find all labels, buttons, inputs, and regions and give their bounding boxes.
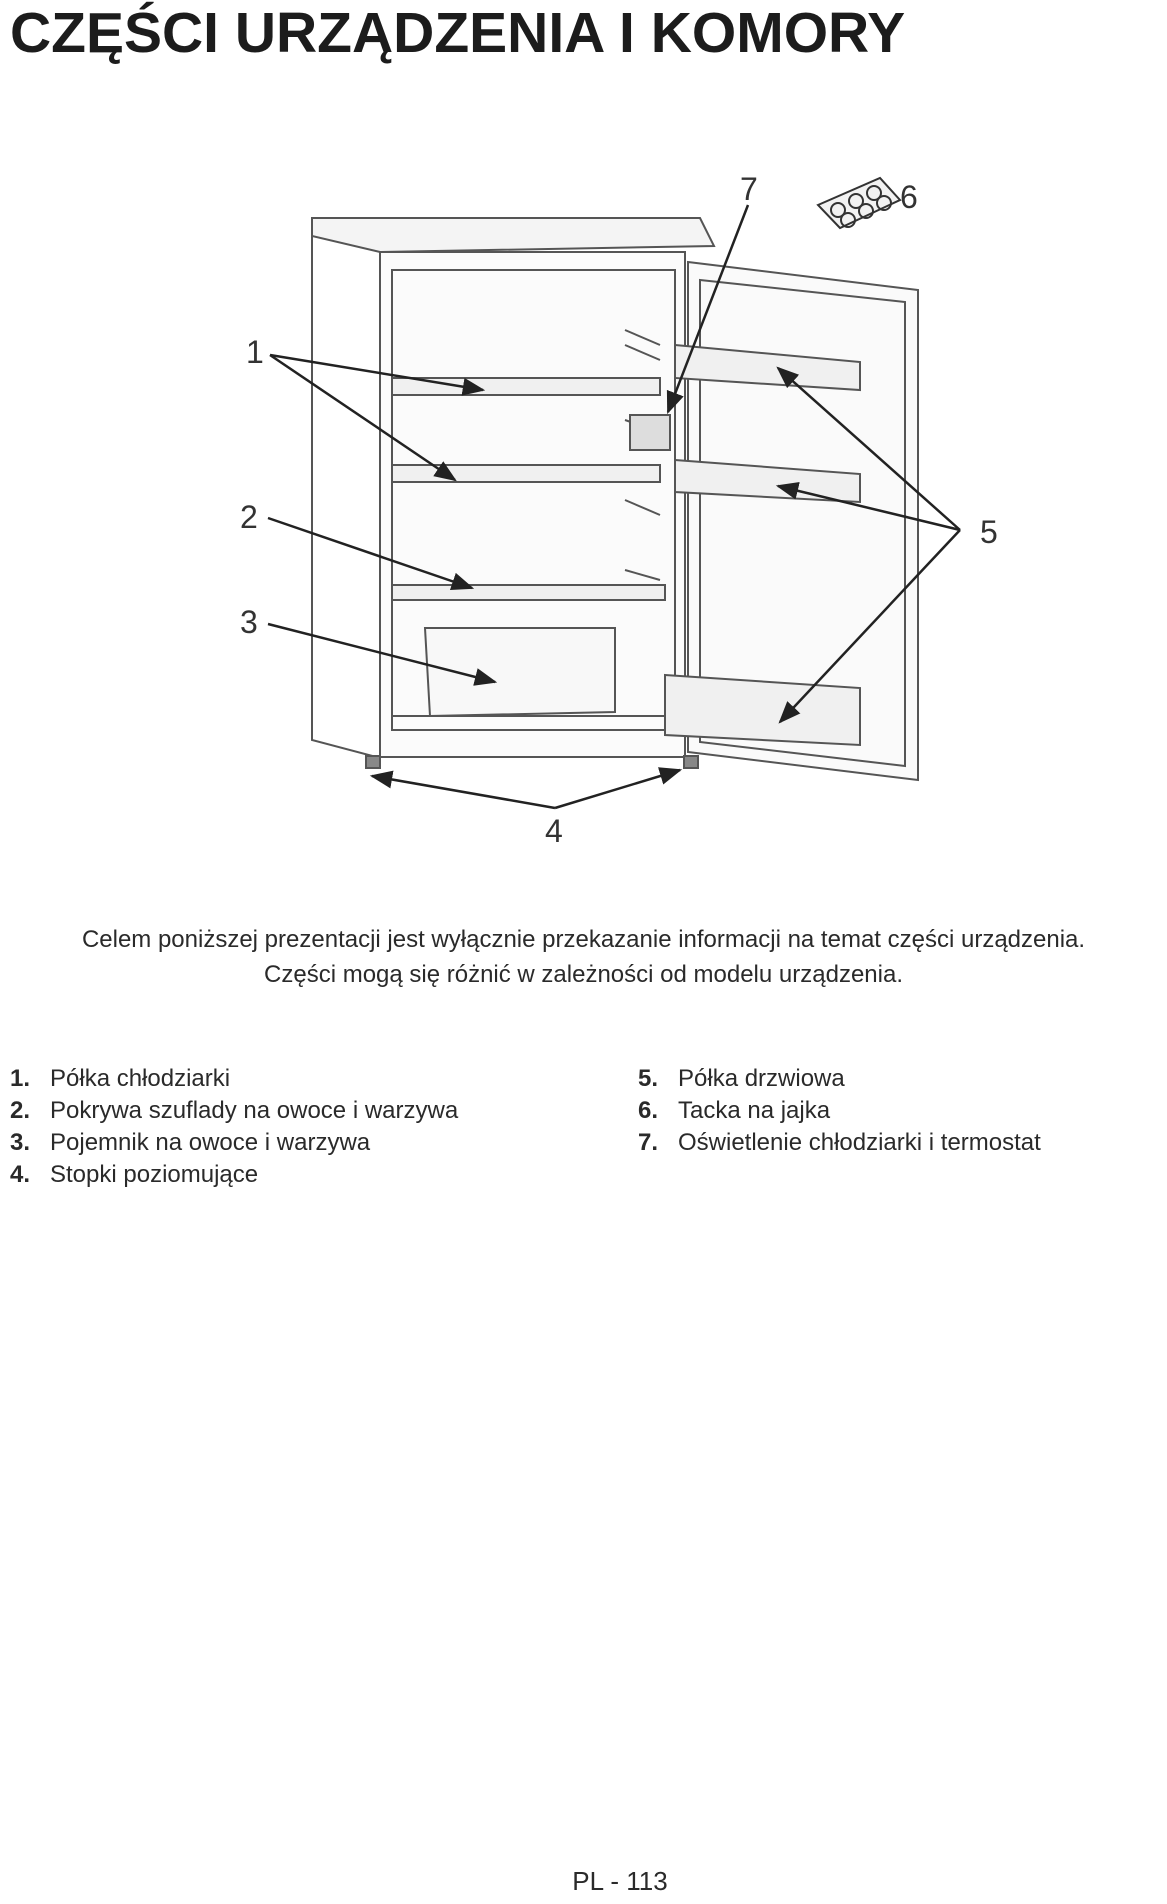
legend-label: Pojemnik na owoce i warzywa	[50, 1129, 371, 1156]
intro-line-1: Celem poniższej prezentacji jest wyłączn…	[81, 926, 1086, 953]
legend-label: Oświetlenie chłodziarki i termostat	[678, 1129, 1041, 1156]
legend-number: 6.	[638, 1097, 659, 1124]
legend-number: 1.	[10, 1065, 31, 1092]
legend-item: 5. Półka drzwiowa	[638, 1063, 1041, 1095]
callout-2: 2	[240, 499, 258, 535]
legend-item: 1. Półka chłodziarki	[10, 1063, 458, 1095]
legend-number: 7.	[638, 1129, 659, 1156]
callout-4: 4	[545, 813, 563, 849]
legend-label: Półka drzwiowa	[678, 1065, 845, 1092]
legend-number: 3.	[10, 1129, 31, 1156]
fridge-diagram: 1 2 3 4 5 6 7	[240, 171, 998, 849]
fridge-door	[664, 260, 919, 782]
page-title: CZĘŚCI URZĄDZENIA I KOMORY	[10, 1, 906, 65]
legend-number: 2.	[10, 1097, 31, 1124]
callout-7: 7	[740, 171, 758, 207]
callout-1: 1	[246, 334, 264, 370]
legend-label: Półka chłodziarki	[50, 1065, 231, 1092]
legend-item: 2. Pokrywa szuflady na owoce i warzywa	[10, 1095, 458, 1127]
legend-label: Pokrywa szuflady na owoce i warzywa	[50, 1097, 459, 1124]
legend-item: 4. Stopki poziomujące	[10, 1159, 458, 1191]
legend-right: 5. Półka drzwiowa 6. Tacka na jajka 7. O…	[638, 1063, 1041, 1159]
legend-number: 4.	[10, 1161, 31, 1188]
intro-text: Celem poniższej prezentacji jest wyłączn…	[0, 922, 1167, 992]
legend-item: 6. Tacka na jajka	[638, 1095, 1041, 1127]
callout-5: 5	[980, 514, 998, 550]
callout-arrows	[267, 204, 961, 810]
callout-3: 3	[240, 604, 258, 640]
egg-tray-icon	[816, 176, 902, 230]
callout-6: 6	[900, 179, 918, 215]
legend-item: 7. Oświetlenie chłodziarki i termostat	[638, 1127, 1041, 1159]
intro-line-2: Części mogą się różnić w zależności od m…	[264, 961, 903, 988]
legend-label: Tacka na jajka	[678, 1097, 831, 1124]
legend-item: 3. Pojemnik na owoce i warzywa	[10, 1127, 458, 1159]
legend-number: 5.	[638, 1065, 659, 1092]
legend-left: 1. Półka chłodziarki 2. Pokrywa szuflady…	[10, 1063, 458, 1191]
fridge-cabinet	[311, 217, 716, 769]
page-number: PL - 113	[572, 1866, 668, 1896]
legend-label: Stopki poziomujące	[50, 1161, 259, 1188]
